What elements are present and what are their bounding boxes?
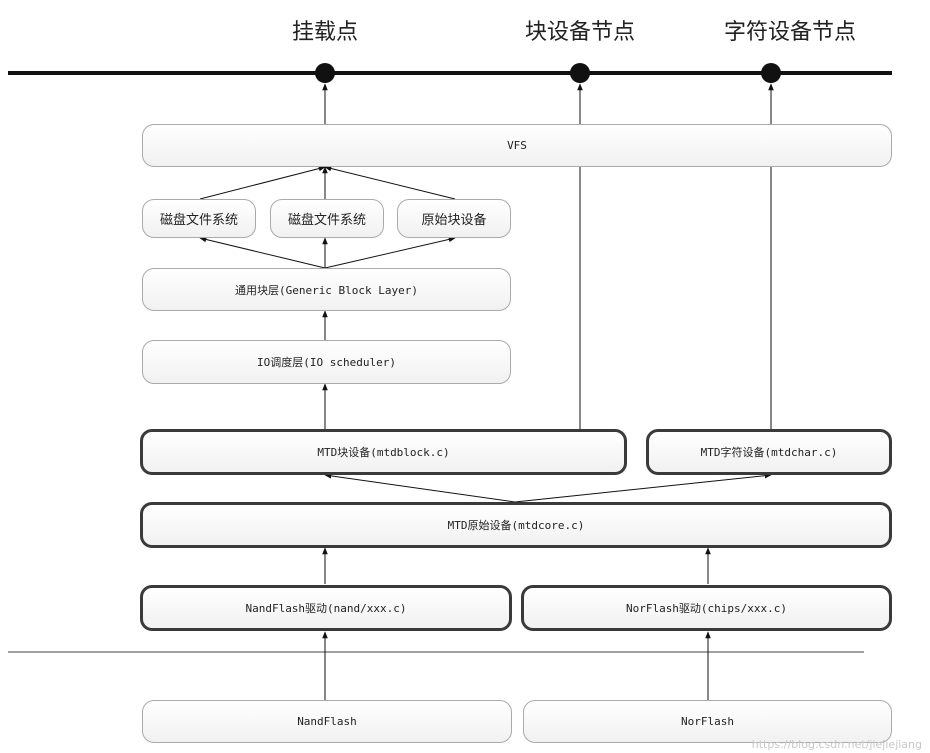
arrow-core-to-mtdblock bbox=[324, 473, 516, 503]
arrow-core-to-mtdchar bbox=[514, 472, 772, 503]
box-mtd-char-device-label: MTD字符设备(mtdchar.c) bbox=[700, 446, 838, 459]
box-generic-block-layer-label: 通用块层(Generic Block Layer) bbox=[234, 283, 419, 297]
box-norflash-driver-label: NorFlash驱动(chips/xxx.c) bbox=[625, 602, 788, 615]
box-mtd-char-device: MTD字符设备(mtdchar.c) bbox=[646, 429, 892, 475]
label-char-device-node: 字符设备节点 bbox=[723, 20, 857, 45]
label-block-device-node: 块设备节点 bbox=[524, 20, 636, 45]
box-nandflash-driver-label: NandFlash驱动(nand/xxx.c) bbox=[245, 602, 407, 615]
arrow-gbl-to-rawblock bbox=[324, 236, 456, 269]
box-disk-fs-1-label: 磁盘文件系统 bbox=[159, 213, 238, 228]
box-vfs-label: VFS bbox=[507, 139, 527, 152]
box-norflash-hardware-label: NorFlash bbox=[681, 715, 734, 728]
box-mtd-block-device-label: MTD块设备(mtdblock.c) bbox=[317, 446, 450, 459]
box-norflash-hardware: NorFlash bbox=[523, 700, 892, 743]
box-disk-fs-1: 磁盘文件系统 bbox=[142, 199, 256, 238]
watermark: https://blog.csdn.net/jiejiejiang bbox=[751, 738, 922, 751]
label-mount-point: 挂载点 bbox=[291, 20, 359, 45]
box-generic-block-layer: 通用块层(Generic Block Layer) bbox=[142, 268, 511, 311]
char-node-dot bbox=[761, 63, 781, 83]
box-raw-block-device: 原始块设备 bbox=[397, 199, 511, 238]
mount-point-node bbox=[315, 63, 335, 83]
box-disk-fs-2-label: 磁盘文件系统 bbox=[287, 213, 366, 228]
box-norflash-driver: NorFlash驱动(chips/xxx.c) bbox=[521, 585, 892, 631]
box-io-scheduler-label: IO调度层(IO scheduler) bbox=[257, 356, 396, 369]
block-node-dot bbox=[570, 63, 590, 83]
box-vfs: VFS bbox=[142, 124, 892, 167]
box-nandflash-hardware: NandFlash bbox=[142, 700, 512, 743]
box-raw-block-device-label: 原始块设备 bbox=[421, 213, 487, 228]
arrow-gbl-to-diskfs1 bbox=[199, 236, 326, 269]
box-nandflash-hardware-label: NandFlash bbox=[297, 715, 357, 728]
box-nandflash-driver: NandFlash驱动(nand/xxx.c) bbox=[140, 585, 512, 631]
box-disk-fs-2: 磁盘文件系统 bbox=[270, 199, 384, 238]
box-io-scheduler: IO调度层(IO scheduler) bbox=[142, 340, 511, 384]
arrow-rawblock-to-vfs bbox=[324, 165, 456, 200]
box-mtd-raw-device-label: MTD原始设备(mtdcore.c) bbox=[447, 519, 585, 532]
arrow-diskfs1-to-vfs bbox=[199, 165, 326, 200]
box-mtd-block-device: MTD块设备(mtdblock.c) bbox=[140, 429, 627, 475]
box-mtd-raw-device: MTD原始设备(mtdcore.c) bbox=[140, 502, 892, 548]
